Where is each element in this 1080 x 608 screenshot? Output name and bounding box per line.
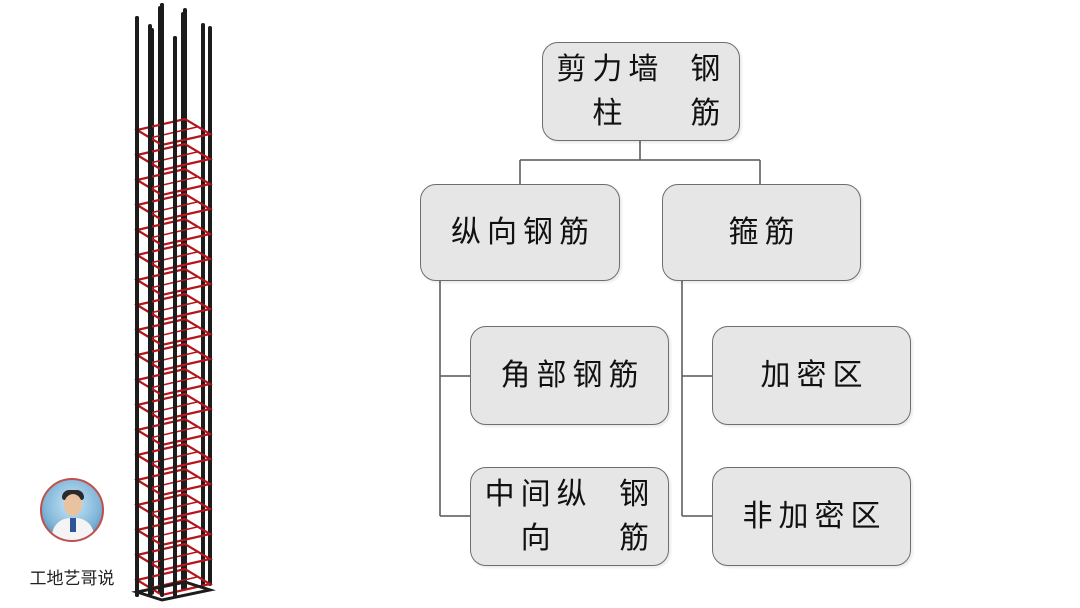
non-dense-zone-node: 非加密区 (712, 467, 911, 566)
middle-longitudinal-node: 中间纵向 钢筋 (470, 467, 669, 566)
dense-zone-node: 加密区 (712, 326, 911, 425)
stirrup-4 (134, 192, 213, 222)
branch-stirrup-label: 箍筋 (728, 214, 801, 250)
stirrup-18 (134, 542, 213, 572)
stirrup-7 (134, 267, 213, 297)
stirrup-14 (134, 442, 213, 472)
base-ring (131, 580, 216, 602)
rebar-column-illustration (131, 3, 216, 602)
stirrup-10 (134, 342, 213, 372)
stirrup-2 (134, 142, 213, 172)
stirrup-5 (134, 217, 213, 247)
stirrup-11 (134, 367, 213, 397)
stirrup-9 (134, 317, 213, 347)
corner-bar-node: 角部钢筋 (470, 326, 669, 425)
root-node: 剪力墙柱 钢筋 (542, 42, 740, 141)
dense-zone-label: 加密区 (760, 357, 869, 393)
stirrup-12 (134, 392, 213, 422)
stirrup-1 (134, 117, 213, 147)
middle-longitudinal-line-2: 钢筋 (619, 476, 656, 556)
stirrup-6 (134, 242, 213, 272)
branch-longitudinal-node: 纵向钢筋 (420, 184, 620, 281)
stirrup-16 (134, 492, 213, 522)
branch-longitudinal-label: 纵向钢筋 (451, 214, 595, 250)
root-line-2: 钢筋 (690, 51, 727, 131)
stirrup-13 (134, 417, 213, 447)
corner-bar-label: 角部钢筋 (500, 357, 645, 393)
non-dense-zone-label: 非加密区 (742, 498, 887, 534)
middle-longitudinal-line-1: 中间纵向 (484, 476, 593, 556)
stirrup-8 (134, 292, 213, 322)
root-line-1: 剪力墙柱 (556, 51, 665, 131)
stirrup-3 (134, 167, 213, 197)
brand-name: 工地艺哥说 (29, 569, 115, 589)
author-avatar (40, 478, 104, 542)
stirrup-17 (134, 517, 213, 547)
stirrup-15 (134, 467, 213, 497)
branch-stirrup-node: 箍筋 (662, 184, 861, 281)
